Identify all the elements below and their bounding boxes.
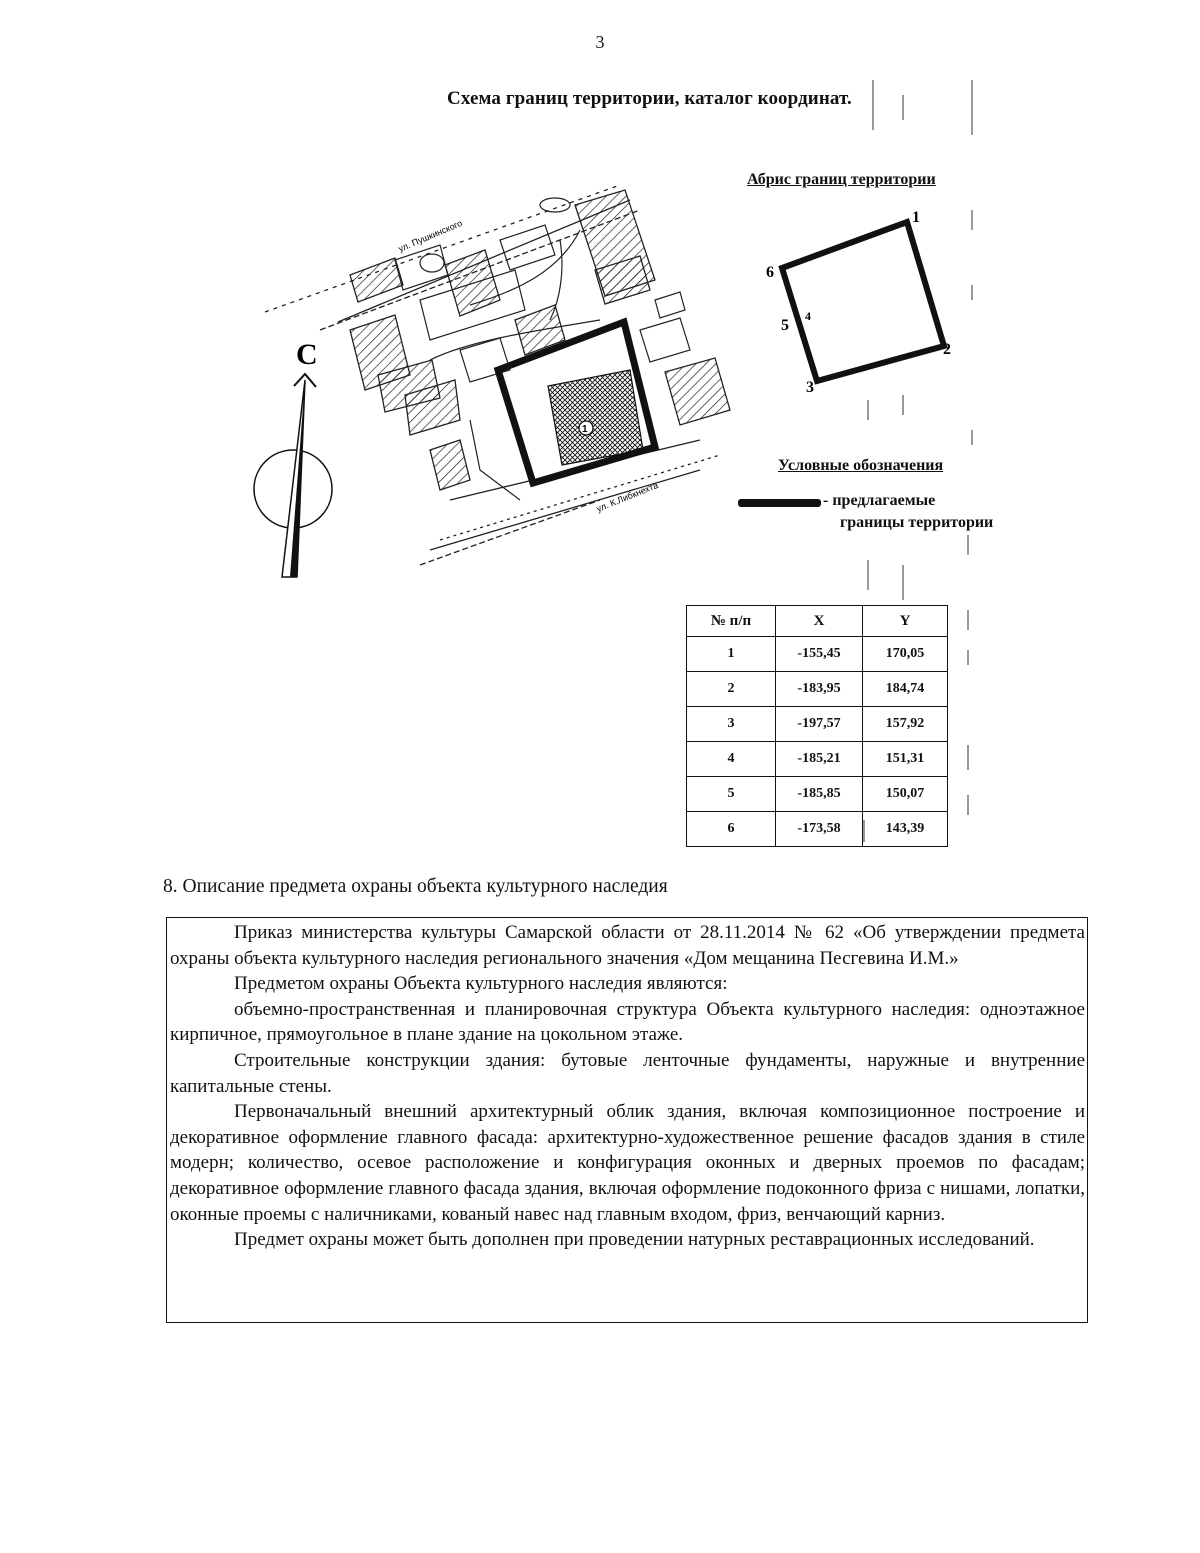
table-row: 3 -197,57 157,92 — [686, 706, 948, 742]
cell-number: 6 — [686, 811, 776, 847]
abris-point-4: 4 — [805, 309, 811, 323]
abris-boundary — [778, 218, 948, 385]
table-row: 5 -185,85 150,07 — [686, 776, 948, 812]
legend-boundary-line — [738, 499, 821, 507]
cell-y: 170,05 — [862, 636, 948, 672]
legend-item-label: - предлагаемые — [823, 492, 936, 509]
abris-point-3: 3 — [806, 379, 814, 396]
table-row: 1 -155,45 170,05 — [686, 636, 948, 672]
cell-x: -155,45 — [775, 636, 863, 672]
abris-point-5: 5 — [781, 317, 789, 334]
cell-x: -183,95 — [775, 671, 863, 707]
cell-y: 151,31 — [862, 741, 948, 777]
protection-subject-box: Приказ министерства культуры Самарской о… — [166, 917, 1088, 1323]
cell-y: 143,39 — [862, 811, 948, 847]
street-label-bottom: ул. К.Либкнехта — [595, 480, 660, 514]
plan-outlines — [394, 197, 691, 501]
legend-item-label-cont: границы территории — [840, 514, 994, 531]
cell-number: 4 — [686, 741, 776, 777]
section-heading: 8. Описание предмета охраны объекта куль… — [163, 876, 668, 897]
neighbour-buildings — [349, 189, 731, 491]
header-number: № п/п — [686, 605, 776, 637]
north-label: С — [296, 338, 318, 371]
north-arrow — [253, 372, 333, 578]
page-number: 3 — [595, 32, 605, 52]
scheme-title: Схема границ территории, каталог координ… — [447, 88, 852, 109]
cell-y: 184,74 — [862, 671, 948, 707]
paragraph-constructions: Строительные конструкции здания: бутовые… — [170, 1049, 1085, 1097]
cell-y: 157,92 — [862, 706, 948, 742]
table-row: 2 -183,95 184,74 — [686, 671, 948, 707]
header-x: X — [775, 605, 863, 637]
paragraph-appearance: Первоначальный внешний архитектурный обл… — [170, 1101, 1085, 1225]
abris-title: Абрис границ территории — [747, 171, 936, 188]
cell-x: -185,21 — [775, 741, 863, 777]
abris-point-1: 1 — [912, 209, 920, 226]
cell-number: 5 — [686, 776, 776, 812]
cell-y: 150,07 — [862, 776, 948, 812]
paragraph-order: Приказ министерства культуры Самарской о… — [170, 922, 1085, 969]
object-number: 1 — [582, 424, 588, 435]
abris-point-6: 6 — [766, 264, 774, 281]
cell-number: 2 — [686, 671, 776, 707]
cell-x: -185,85 — [775, 776, 863, 812]
coordinates-table: № п/п X Y 1 -155,45 170,05 2 -183,95 184… — [686, 605, 948, 847]
paragraph-note: Предмет охраны может быть дополнен при п… — [234, 1229, 1035, 1251]
map-boundary — [493, 317, 660, 488]
legend-title: Условные обозначения — [778, 457, 944, 474]
object-building — [547, 369, 644, 466]
object-marker — [578, 420, 594, 436]
cell-number: 1 — [686, 636, 776, 672]
table-row: 6 -173,58 143,39 — [686, 811, 948, 847]
paragraph-structure: объемно-пространственная и планировочная… — [170, 998, 1085, 1046]
header-y: Y — [862, 605, 948, 637]
cell-x: -197,57 — [775, 706, 863, 742]
cell-number: 3 — [686, 706, 776, 742]
paragraph-subjects-intro: Предметом охраны Объекта культурного нас… — [234, 973, 728, 995]
abris-point-2: 2 — [943, 341, 951, 358]
table-row: 4 -185,21 151,31 — [686, 741, 948, 777]
cell-x: -173,58 — [775, 811, 863, 847]
table-header-row: № п/п X Y — [686, 605, 948, 637]
